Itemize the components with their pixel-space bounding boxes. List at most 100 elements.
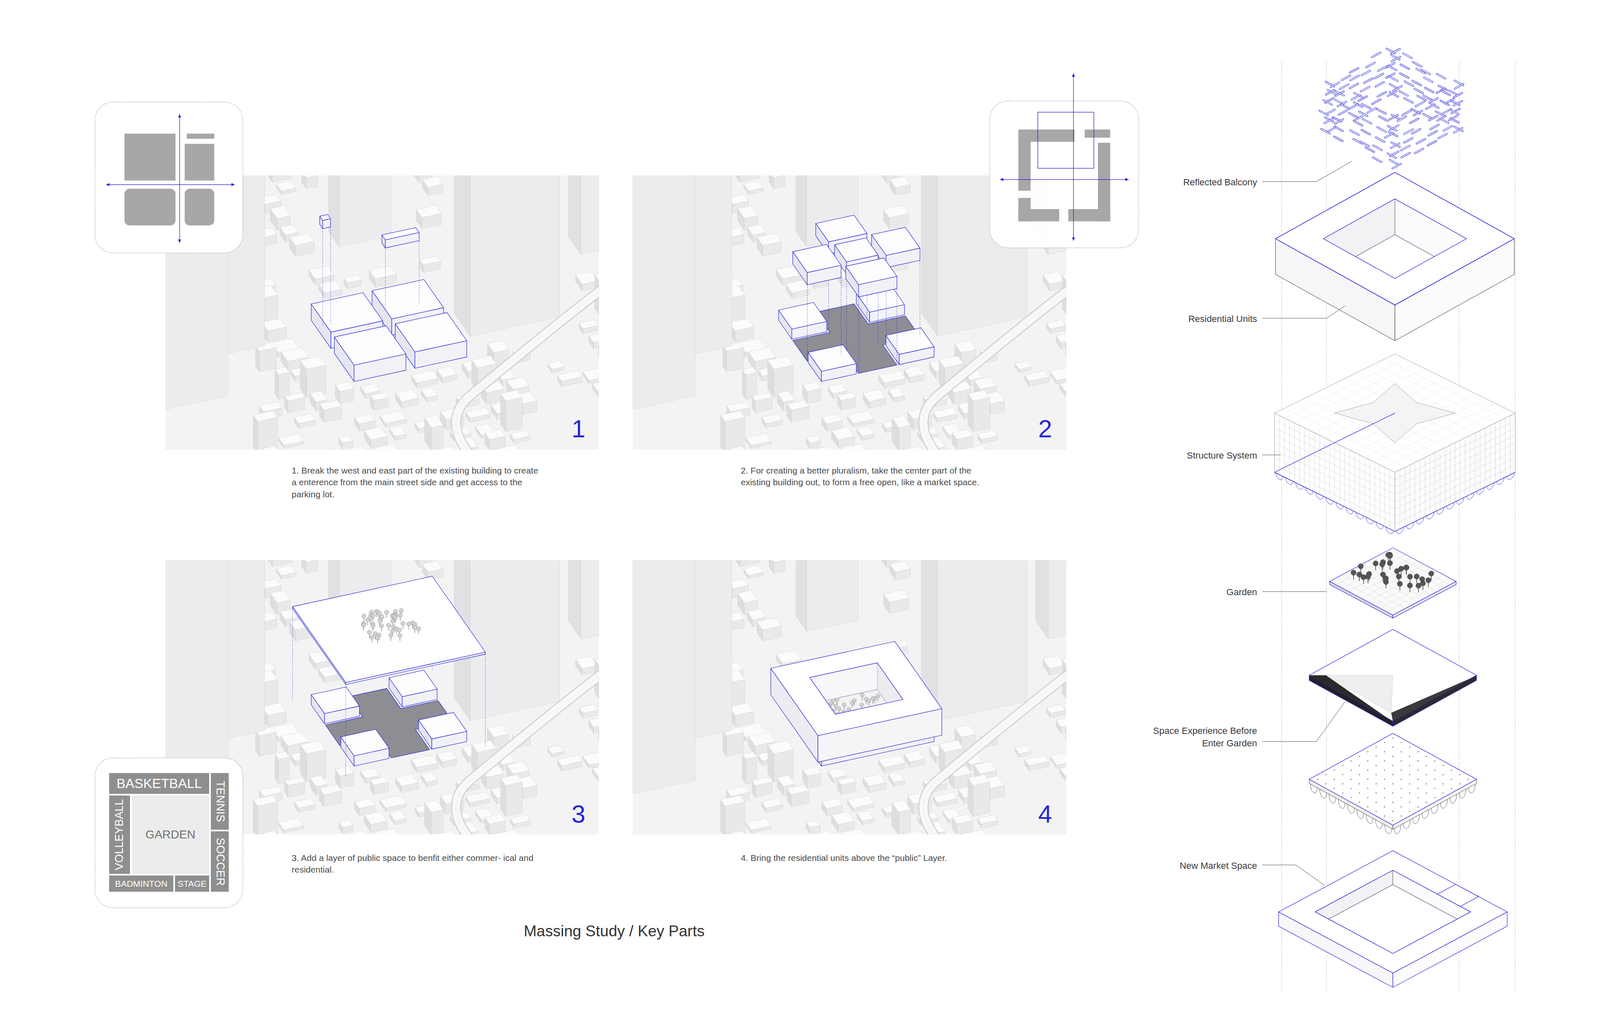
column-dot — [1409, 802, 1410, 803]
balcony — [1413, 110, 1423, 116]
tree-canopy — [377, 618, 382, 623]
block-top — [275, 367, 290, 375]
arrowhead — [231, 183, 235, 187]
balcony — [1450, 109, 1459, 115]
tree-canopy — [397, 633, 403, 638]
block-top — [595, 655, 600, 669]
block-top — [485, 429, 506, 440]
step-number: 1 — [554, 416, 586, 442]
block-top — [354, 798, 375, 809]
balcony — [1362, 119, 1372, 124]
block-top — [335, 382, 354, 392]
tree-trunk — [839, 725, 840, 730]
block-top — [547, 745, 564, 755]
leader-line — [1262, 455, 1281, 456]
ramp — [1391, 677, 1473, 722]
drop-line — [322, 228, 323, 326]
block-top — [416, 205, 442, 218]
block-top — [977, 815, 998, 825]
block-top — [757, 617, 782, 631]
block-top — [280, 732, 309, 747]
column-drip — [1338, 799, 1345, 809]
column-dot — [1358, 783, 1360, 785]
balcony — [1412, 62, 1422, 67]
balcony — [1450, 118, 1459, 123]
column-dot — [1342, 783, 1343, 785]
highway — [456, 287, 600, 450]
tree-canopy — [390, 619, 395, 624]
block-face — [898, 810, 911, 835]
block-top — [422, 176, 443, 188]
tree-canopy — [416, 627, 421, 632]
block-top — [547, 360, 564, 370]
block-top — [892, 415, 911, 428]
column-dot — [1417, 751, 1419, 753]
balcony — [1372, 157, 1382, 163]
balcony — [1353, 116, 1363, 121]
balcony — [1400, 64, 1410, 70]
balcony — [1413, 110, 1423, 116]
part-name: Garden — [1090, 586, 1258, 599]
block-top — [311, 687, 360, 715]
block-face — [1048, 560, 1067, 640]
balcony — [1349, 112, 1358, 118]
block-top — [761, 413, 783, 424]
block-top — [767, 356, 794, 370]
column-drip — [1385, 825, 1392, 835]
hole-edge — [1323, 199, 1467, 279]
balcony — [1340, 84, 1349, 90]
plan-outline — [1037, 112, 1095, 169]
column-drip — [1366, 815, 1373, 825]
leader-line — [1262, 161, 1353, 182]
column-drip — [1431, 804, 1438, 814]
projection-line — [1515, 61, 1516, 992]
tree-canopy — [375, 636, 380, 641]
balcony — [1389, 76, 1398, 82]
axis-arrow — [179, 114, 180, 243]
block-top — [862, 389, 886, 403]
balcony — [1319, 110, 1328, 116]
tree-canopy — [850, 700, 855, 705]
balcony — [1364, 78, 1373, 83]
column-dot — [1400, 751, 1402, 753]
block-top — [487, 725, 509, 738]
balcony — [1342, 75, 1351, 80]
block-top — [939, 740, 964, 753]
balcony — [1372, 99, 1381, 105]
highway-line — [923, 672, 1067, 835]
tree-canopy — [397, 613, 403, 618]
layer-edge — [1274, 413, 1516, 532]
block-top — [500, 390, 523, 401]
balcony — [1361, 70, 1370, 76]
projection-line — [1281, 61, 1282, 992]
court-label: STAGE — [174, 875, 210, 893]
block-face — [431, 425, 444, 450]
tree-canopy — [397, 628, 402, 633]
balcony — [1404, 129, 1413, 135]
balcony — [1350, 68, 1359, 73]
tree-canopy — [885, 714, 890, 719]
column-drip — [1394, 825, 1401, 835]
tree-canopy — [380, 615, 385, 620]
block-top — [904, 750, 925, 763]
block-face — [431, 810, 444, 835]
column-drip — [1456, 497, 1464, 505]
block-top — [831, 427, 855, 440]
block-top — [434, 446, 458, 450]
block-top — [582, 752, 600, 766]
block-top — [373, 444, 399, 450]
plan-block — [1018, 129, 1031, 191]
column-drip — [1305, 487, 1313, 495]
block-top — [382, 227, 420, 240]
block-top — [748, 347, 776, 362]
block-face — [734, 560, 740, 568]
block-top — [831, 811, 855, 825]
tree-canopy — [1415, 583, 1422, 589]
balcony — [1377, 109, 1386, 114]
balcony — [1412, 80, 1421, 86]
block-top — [769, 560, 786, 563]
highway — [456, 672, 600, 835]
block-top — [1062, 270, 1067, 285]
block-top — [284, 777, 305, 786]
balcony — [1402, 110, 1411, 116]
